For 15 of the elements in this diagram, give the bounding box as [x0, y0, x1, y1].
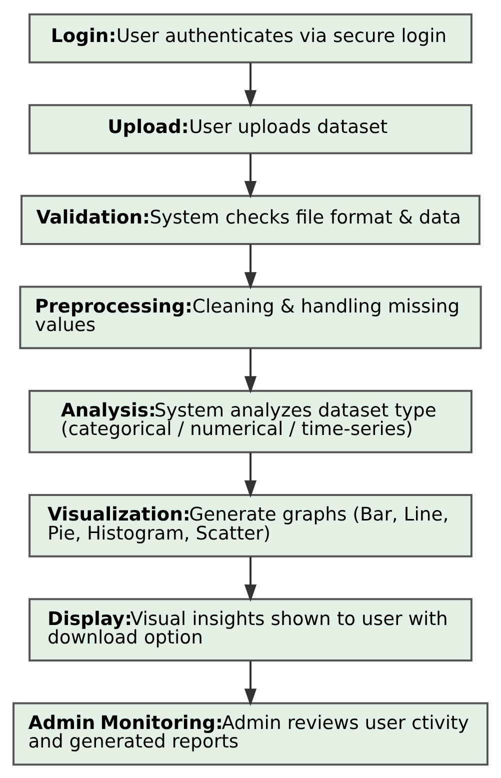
- arrow: [244, 153, 257, 198]
- arrow: [244, 556, 257, 602]
- arrow: [244, 660, 257, 706]
- node-box: Upload:User uploads dataset: [28, 104, 472, 154]
- node-box: Analysis:System analyzes dataset type (categorical / numerical / time-series): [28, 389, 472, 453]
- arrow: [244, 62, 257, 108]
- node-box: Login:User authenticates via secure login: [28, 12, 472, 63]
- arrow: [244, 244, 257, 290]
- arrow: [244, 348, 257, 394]
- node-box: Display:Visual insights shown to user with download option: [28, 598, 472, 662]
- node-box: Admin Monitoring:Admin reviews user ctivity and generated reports: [12, 702, 488, 766]
- node-box: Visualization:Generate graphs (Bar, Line, Pie, Histogram, Scatter): [28, 493, 472, 557]
- node-box: Preprocessing:Cleaning & handling missing values: [19, 285, 482, 349]
- node-box: Validation:System checks file format & data: [20, 194, 480, 244]
- arrow: [244, 452, 257, 498]
